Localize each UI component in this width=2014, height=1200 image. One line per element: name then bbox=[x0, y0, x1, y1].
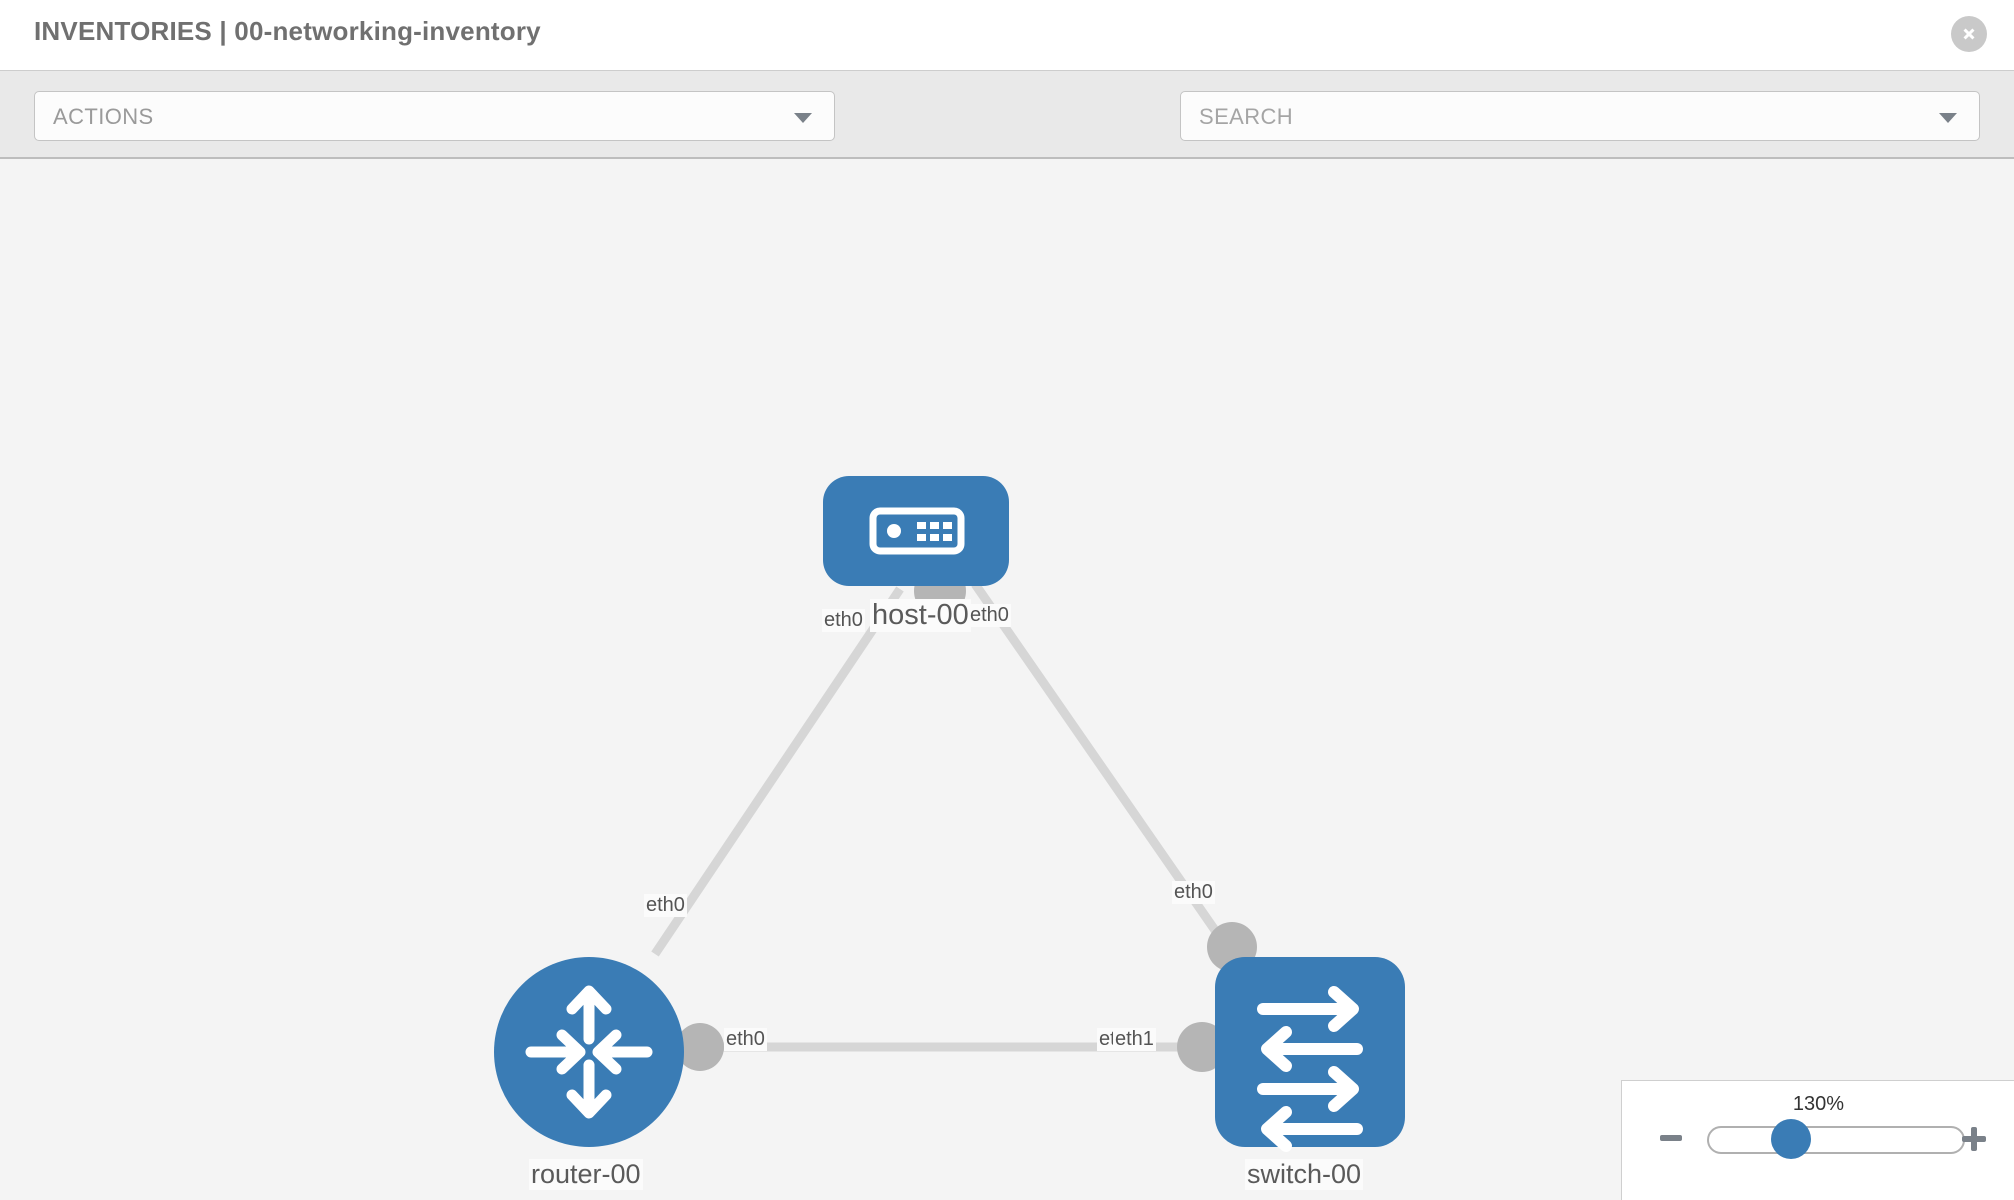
plus-icon bbox=[1962, 1127, 1986, 1151]
iface-label-switch00-uplink: eth0 bbox=[1172, 881, 1215, 904]
server-icon bbox=[869, 507, 965, 555]
zoom-in-button[interactable] bbox=[1960, 1125, 1988, 1158]
handle-switch00-left[interactable] bbox=[1177, 1022, 1227, 1072]
iface-label-host00-left: eth0 bbox=[822, 609, 865, 632]
topology-canvas[interactable]: host-00 router-00 switch-00 eth0 eth0 et… bbox=[0, 159, 2014, 1200]
node-label-host-00: host-00 bbox=[870, 599, 971, 632]
actions-dropdown[interactable]: ACTIONS bbox=[34, 91, 835, 141]
node-label-switch-00: switch-00 bbox=[1245, 1159, 1364, 1190]
graph-edges bbox=[651, 581, 1232, 1052]
close-button[interactable] bbox=[1951, 16, 1987, 52]
search-input[interactable]: SEARCH bbox=[1180, 91, 1980, 141]
iface-label-host00-right: eth0 bbox=[968, 604, 1011, 627]
minus-icon bbox=[1660, 1135, 1682, 1141]
zoom-out-button[interactable] bbox=[1658, 1125, 1684, 1156]
page-title: INVENTORIES | 00-networking-inventory bbox=[34, 16, 541, 46]
search-placeholder: SEARCH bbox=[1199, 104, 1294, 129]
handle-router00-right[interactable] bbox=[676, 1023, 724, 1071]
node-label-router-00: router-00 bbox=[529, 1159, 643, 1190]
zoom-control-panel: 130% bbox=[1621, 1080, 2014, 1200]
interface-handles bbox=[676, 565, 1257, 1072]
node-router-00[interactable] bbox=[494, 957, 684, 1147]
zoom-level-value: 130% bbox=[1792, 1093, 1845, 1115]
router-icon bbox=[525, 985, 653, 1119]
actions-dropdown-label: ACTIONS bbox=[53, 104, 154, 129]
zoom-slider-thumb[interactable] bbox=[1771, 1119, 1811, 1159]
edge-host00-router00[interactable] bbox=[651, 586, 904, 957]
chevron-down-icon bbox=[794, 113, 812, 123]
iface-label-switch00-eth1: eth1 bbox=[1113, 1028, 1156, 1051]
iface-label-router00-eth0: eth0 bbox=[724, 1028, 767, 1051]
search-chevron-down-icon[interactable] bbox=[1939, 113, 1957, 123]
page-header: INVENTORIES | 00-networking-inventory bbox=[0, 0, 2014, 70]
zoom-slider-track[interactable] bbox=[1707, 1126, 1965, 1154]
node-switch-00[interactable] bbox=[1215, 957, 1405, 1152]
topology-graph bbox=[494, 476, 1405, 1152]
iface-label-router00-uplink: eth0 bbox=[644, 894, 687, 917]
close-icon bbox=[1963, 28, 1975, 40]
switch-icon bbox=[1257, 986, 1363, 1152]
node-host-00[interactable] bbox=[823, 476, 1009, 586]
toolbar: ACTIONS SEARCH bbox=[0, 70, 2014, 202]
